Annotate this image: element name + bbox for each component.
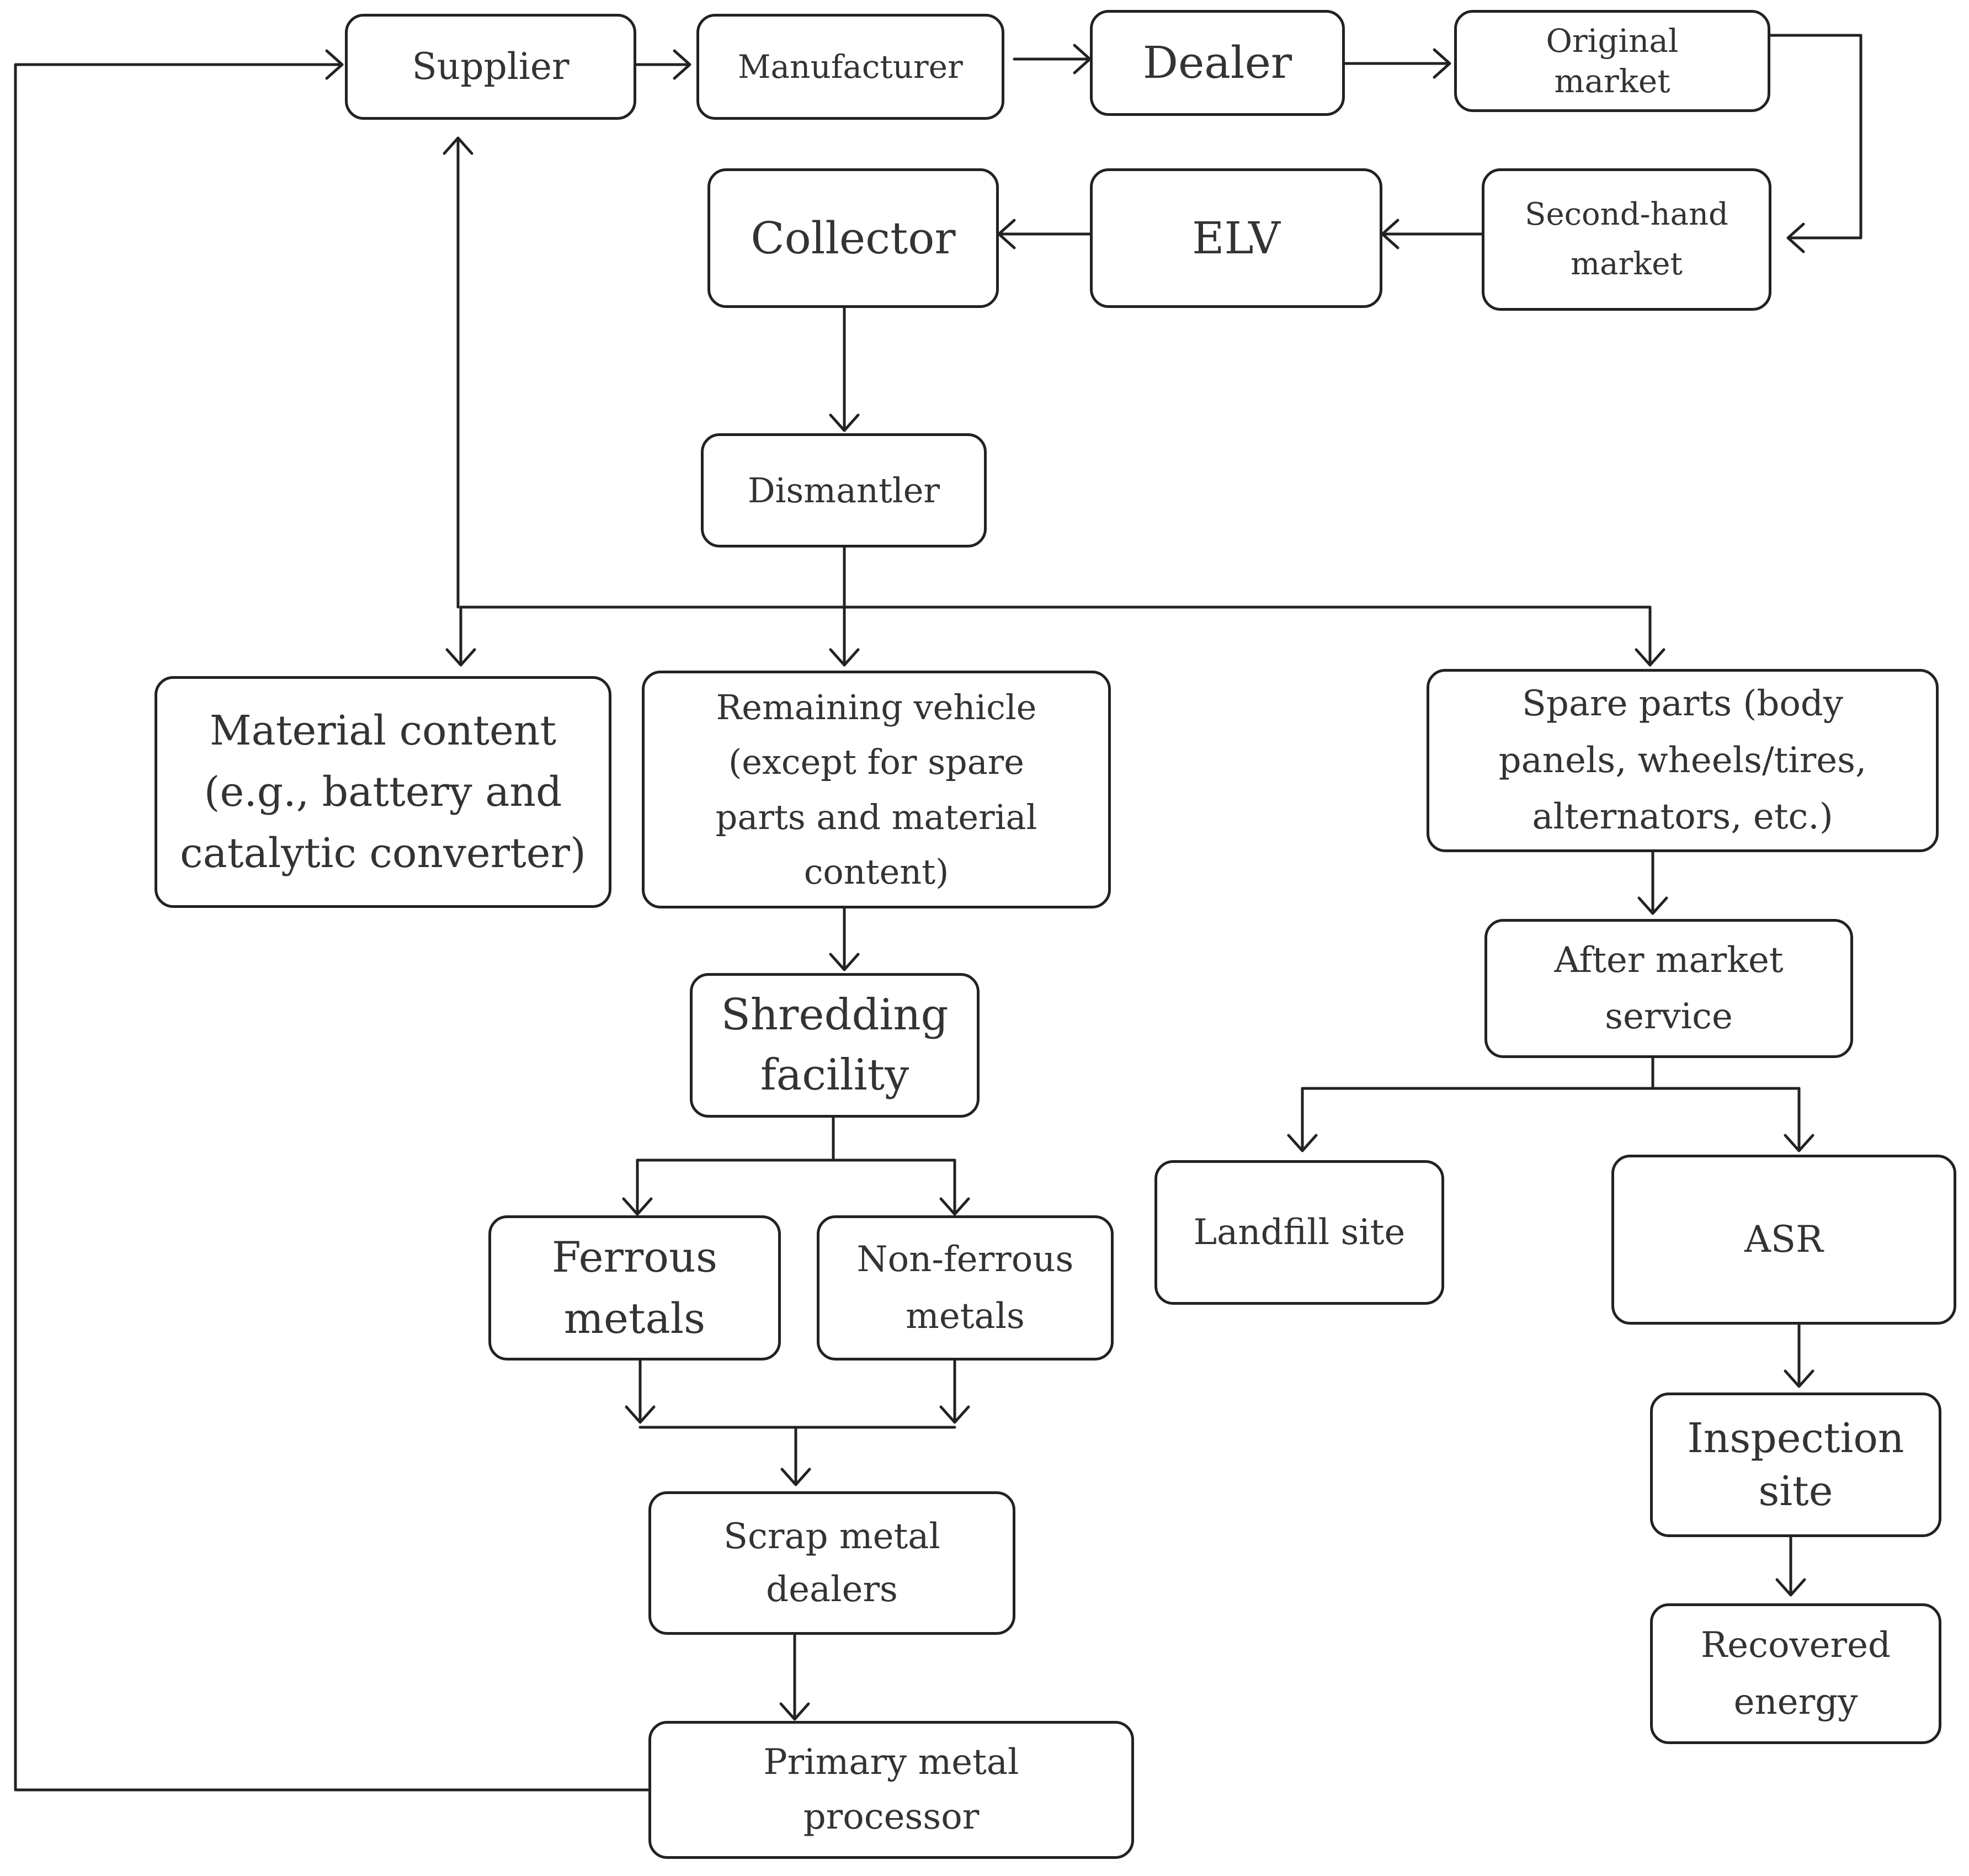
- arrow-dealer-to-original-market: [1343, 48, 1451, 79]
- arrow-primary-metal-processor-to-supplier: [14, 49, 650, 1792]
- line-shredding-branch: [636, 1116, 956, 1162]
- node-second-hand-market: Second-hand market: [1482, 168, 1771, 311]
- arrow-shredding-to-non-ferrous: [939, 1158, 970, 1216]
- arrow-dismantler-to-supplier: [443, 136, 473, 609]
- arrow-shredding-to-ferrous: [622, 1158, 653, 1216]
- node-asr: ASR: [1611, 1155, 1956, 1325]
- node-primary-metal-processor: Primary metal processor: [648, 1721, 1134, 1859]
- arrow-after-market-to-landfill: [1287, 1087, 1318, 1152]
- node-manufacturer: Manufacturer: [696, 14, 1004, 120]
- node-original-market: Original market: [1454, 10, 1770, 112]
- arrow-non-ferrous-to-merge: [939, 1359, 970, 1424]
- arrow-manufacturer-to-dealer: [1013, 44, 1092, 75]
- node-dismantler: Dismantler: [701, 433, 987, 548]
- arrow-asr-to-inspection: [1784, 1323, 1814, 1388]
- node-after-market-service: After market service: [1484, 919, 1853, 1058]
- line-after-market-branch: [1301, 1056, 1801, 1090]
- node-landfill-site: Landfill site: [1154, 1160, 1444, 1305]
- node-supplier: Supplier: [345, 14, 636, 120]
- arrow-after-market-to-asr: [1784, 1087, 1814, 1152]
- arrow-remaining-vehicle-to-shredding: [829, 907, 860, 971]
- node-dealer: Dealer: [1090, 10, 1345, 116]
- node-recovered-energy: Recovered energy: [1650, 1603, 1941, 1744]
- arrow-dismantler-to-remaining-vehicle: [829, 605, 860, 667]
- node-material-content: Material content (e.g., battery and cata…: [155, 676, 611, 908]
- arrow-ferrous-to-merge: [625, 1359, 656, 1424]
- node-spare-parts: Spare parts (body panels, wheels/tires, …: [1427, 669, 1939, 852]
- line-dismantler-branch: [459, 546, 1652, 609]
- arrow-scrap-to-primary-metal-processor: [779, 1633, 810, 1721]
- arrow-elv-to-collector: [997, 219, 1092, 249]
- node-inspection-site: Inspection site: [1650, 1393, 1941, 1537]
- node-collector: Collector: [707, 168, 999, 308]
- arrow-supplier-to-manufacturer: [635, 49, 691, 80]
- arrow-collector-to-dismantler: [829, 306, 860, 432]
- node-ferrous-metals: Ferrous metals: [488, 1215, 781, 1361]
- node-scrap-metal-dealers: Scrap metal dealers: [648, 1491, 1015, 1635]
- arrow-second-hand-market-to-elv: [1381, 219, 1483, 249]
- node-remaining-vehicle: Remaining vehicle (except for spare part…: [642, 671, 1111, 908]
- arrow-original-market-to-second-hand-market: [1769, 34, 1862, 253]
- node-elv: ELV: [1090, 168, 1382, 308]
- node-shredding-facility: Shredding facility: [690, 973, 980, 1118]
- arrow-dismantler-to-spare-parts: [1635, 605, 1665, 667]
- arrow-merge-to-scrap-metal-dealers: [780, 1426, 811, 1486]
- arrow-inspection-to-recovered-energy: [1775, 1535, 1806, 1597]
- arrow-spare-parts-to-after-market: [1637, 851, 1668, 915]
- node-non-ferrous-metals: Non-ferrous metals: [817, 1215, 1114, 1361]
- arrow-dismantler-to-material-content: [445, 605, 476, 667]
